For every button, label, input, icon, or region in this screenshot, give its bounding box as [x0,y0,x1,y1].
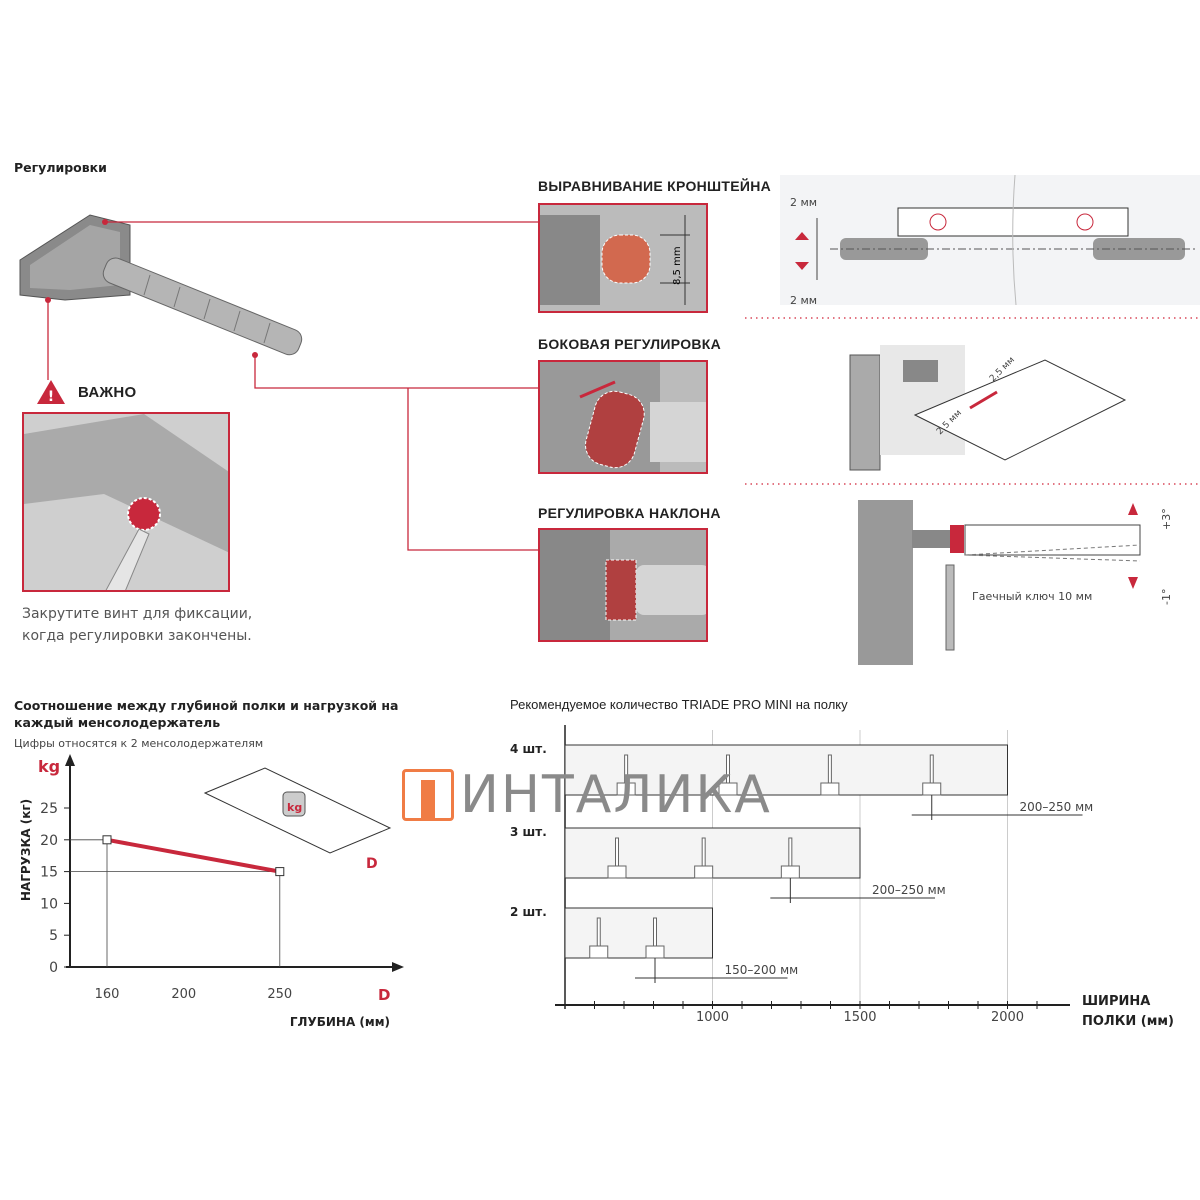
intalika-logo: ИНТАЛИКА [402,765,772,825]
logo-text: ИНТАЛИКА [460,765,772,825]
y-unit: kg [38,757,60,776]
important-caption-line2: когда регулировки закончены. [22,628,252,644]
qty-chart-title: Рекомендуемое количество TRIADE PRO MINI… [510,697,848,712]
tilt-adjust-title: РЕГУЛИРОВКА НАКЛОНА [538,505,721,521]
alignment-image: 8,5 mm [538,203,708,313]
bracket-mark [788,837,793,867]
offset-label: 200–250 мм [1020,800,1094,814]
y-tick-label: 15 [40,865,58,881]
load-chart-title: Соотношение между глубиной полки и нагру… [14,698,399,730]
side-adjust-title: БОКОВАЯ РЕГУЛИРОВКА [538,336,722,352]
bracket-base [718,782,738,796]
shelf-bar [564,907,713,959]
bracket-base [820,782,840,796]
svg-text:!: ! [48,389,54,405]
connector-lines [45,219,1198,551]
load-chart-subtitle: Цифры относятся к 2 менсолодержателям [14,737,264,750]
section-title: Регулировки [14,160,107,175]
side-panel: 2,5 мм 2,5 мм [849,345,1127,471]
y-axis-arrow [65,754,75,766]
weight-icon [282,791,306,817]
bracket-mark [615,837,619,867]
x-axis-label-1: ШИРИНА [1082,994,1150,1009]
bracket-base [607,865,627,879]
important-image [22,412,230,592]
tilt-minus: -1° [1160,589,1173,605]
alignment-dim: 8,5 mm [672,246,683,285]
series-line [106,837,281,874]
row-label: 2 шт. [510,905,547,919]
y-tick-label: 10 [40,896,58,912]
x-tick-label: 160 [95,987,120,1002]
x-unit: D [378,986,390,1004]
x-tick-label: 2000 [991,1010,1024,1025]
x-tick-label: 1000 [696,1010,729,1025]
bracket-mark [701,837,706,867]
bracket-base [589,945,609,959]
x-tick-label: 1500 [843,1010,876,1025]
offset-label: 200–250 мм [872,883,946,897]
wrench-label: Гаечный ключ 10 мм [972,590,1092,603]
level-panel: 2 мм 2 мм [780,174,1200,307]
side-adjust-image [538,360,708,474]
bracket-base [694,865,714,879]
tilt-panel: +3° -1° Гаечный ключ 10 мм [858,500,1173,665]
bracket-illustration [19,214,303,356]
wrench-icon [945,564,955,651]
y-tick-label: 0 [49,960,58,976]
logo-icon [402,769,454,821]
level-top-dim: 2 мм [790,196,817,209]
weight-label: kg [287,801,302,814]
warning-icon: ! [37,380,65,405]
y-tick-label: 20 [40,833,58,849]
offset-label: 150–200 мм [725,963,799,977]
row-label: 4 шт. [510,742,547,756]
bracket-base [780,865,800,879]
tilt-plus: +3° [1160,508,1173,530]
y-tick-label: 25 [40,801,58,817]
x-axis-label-2: ПОЛКИ (мм) [1082,1014,1174,1029]
bracket-mark [653,917,657,947]
alignment-title: ВЫРАВНИВАНИЕ КРОНШТЕЙНА [538,178,772,194]
x-tick-label: 200 [171,987,196,1002]
bracket-mark [929,754,934,784]
data-point [102,835,112,845]
bracket-base [616,782,636,796]
bracket-base [645,945,665,959]
x-axis-arrow [392,962,404,972]
row-label: 3 шт. [510,825,547,839]
tilt-adjust-image [538,528,708,642]
important-label: ВАЖНО [78,384,137,401]
x-axis-label: ГЛУБИНА (мм) [290,1015,390,1029]
level-bottom-dim: 2 мм [790,294,817,307]
y-axis-label: НАГРУЗКА (кг) [19,799,33,901]
bracket-base [922,782,942,796]
depth-label: D [366,856,378,872]
important-caption-line1: Закрутите винт для фиксации, [22,606,253,622]
bracket-mark [596,917,601,947]
x-tick-label: 250 [267,987,292,1002]
bracket-mark [827,754,832,784]
y-tick-label: 5 [49,928,58,944]
data-point [275,867,285,877]
qty-chart: 1000 1500 2000 ШИРИНА ПОЛКИ (мм) 4 шт. 200–250… [510,725,1174,1029]
